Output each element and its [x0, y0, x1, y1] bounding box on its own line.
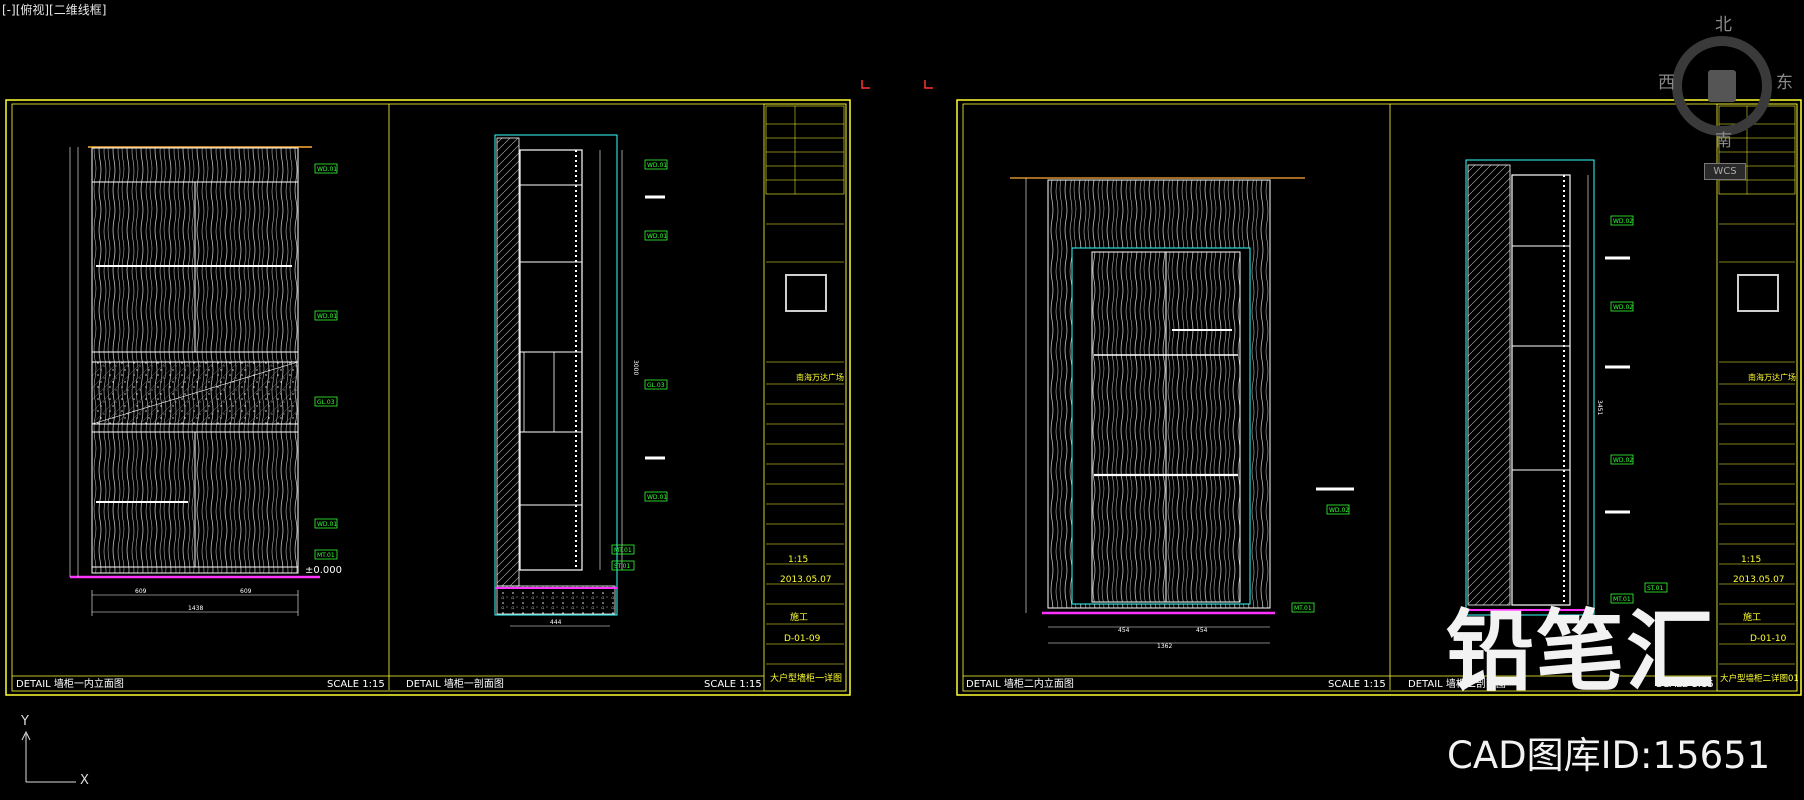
sheet1-left-scale: SCALE 1:15 — [327, 679, 385, 690]
material-tag: WD.02 — [1329, 507, 1349, 514]
watermark-brand: 铅笔汇 — [1446, 600, 1717, 703]
sheet1-section-width: 444 — [550, 619, 562, 626]
material-tag: MT.01 — [614, 547, 632, 554]
cabinet-1-section — [494, 134, 665, 627]
crop-mark — [861, 80, 870, 89]
level-mark: ±0.000 — [305, 565, 342, 576]
sheet1-dim: 609 — [135, 588, 147, 595]
title-block-1 — [763, 103, 847, 692]
cabinet-1-elevation — [69, 146, 320, 616]
sheet2-stage: 施工 — [1743, 611, 1761, 623]
sheet2-left-title: DETAIL 墙柜二内立面图 — [966, 677, 1074, 690]
material-tag: WD.01 — [317, 313, 337, 320]
material-tag: WD.01 — [317, 166, 337, 173]
sheet1-left-title: DETAIL 墙柜一内立面图 — [16, 677, 124, 690]
sheet1-right-title: DETAIL 墙柜一剖面图 — [406, 677, 504, 690]
sheet1-date: 2013.05.07 — [780, 575, 832, 585]
cabinet-2-elevation — [1010, 177, 1354, 644]
material-tag: MT.01 — [1294, 605, 1312, 612]
sheet2-drawing-no: D-01-10 — [1750, 634, 1787, 644]
sheet2-scale: 1:15 — [1741, 555, 1761, 565]
drawing-sheet-2[interactable] — [956, 99, 1802, 696]
title-block-2 — [1716, 103, 1798, 692]
viewport-controls[interactable]: [-][俯视][二维线框] — [2, 3, 107, 17]
material-tag: WD.01 — [647, 233, 667, 240]
material-tag: WD.01 — [647, 494, 667, 501]
drawing-sheet-1[interactable] — [5, 99, 851, 696]
material-tag: MT.01 — [1613, 596, 1631, 603]
sheet1-section-height: 3000 — [632, 360, 639, 375]
sheet2-dim-total: 1362 — [1157, 643, 1172, 650]
sheet1-project: 南海万达广场 — [796, 372, 844, 382]
material-tag: GL.03 — [647, 382, 665, 389]
cabinet-2-section — [1465, 159, 1630, 616]
material-tag: WD.02 — [1613, 457, 1633, 464]
compass-north[interactable]: 北 — [1715, 15, 1732, 35]
material-tag: ST.01 — [1647, 585, 1663, 592]
sheet2-right-scale: SCALE 1:15 — [1656, 679, 1714, 690]
material-tag: WD.02 — [1613, 304, 1633, 311]
crop-mark — [924, 80, 933, 89]
sheet1-drawing-no: D-01-09 — [784, 634, 821, 644]
viewcube-icon[interactable] — [1708, 70, 1736, 102]
sheet2-right-title: DETAIL 墙柜二剖面图 — [1408, 677, 1506, 690]
ucs-x-label: X — [80, 773, 89, 788]
compass-south[interactable]: 南 — [1715, 131, 1732, 151]
material-tag: ST.01 — [614, 563, 630, 570]
ucs-icon: Y X — [10, 712, 100, 792]
material-tag: MT.01 — [317, 552, 335, 559]
sheet1-scale: 1:15 — [788, 555, 808, 565]
sheet2-dim: 454 — [1196, 627, 1208, 634]
sheet1-right-scale: SCALE 1:15 — [704, 679, 762, 690]
wcs-menu[interactable]: WCS — [1704, 163, 1746, 180]
watermark-library-id: CAD图库ID:15651 — [1447, 734, 1771, 777]
sheet1-dim: 609 — [240, 588, 252, 595]
sheet2-left-scale: SCALE 1:15 — [1328, 679, 1386, 690]
material-tags-sheet1: WD.01 WD.01 GL.03 WD.01 MT.01 WD.01 WD.0… — [314, 159, 668, 571]
sheet1-drawing-name: 大户型墙柜一详图 — [770, 672, 842, 684]
material-tag: GL.03 — [317, 399, 335, 406]
sheet2-section-height: 3451 — [1596, 400, 1603, 415]
sheet2-dim: 454 — [1118, 627, 1130, 634]
sheet2-drawing-name: 大户型墙柜二详图01 — [1720, 673, 1799, 684]
sheet1-dim-total: 1438 — [188, 605, 203, 612]
sheet2-date: 2013.05.07 — [1733, 575, 1785, 585]
sheet1-stage: 施工 — [790, 611, 808, 623]
material-tags-sheet2: WD.02 MT.01 WD.02 WD.02 WD.02 MT.01 ST.0… — [1291, 215, 1668, 613]
ucs-y-label: Y — [21, 714, 29, 729]
compass-west[interactable]: 西 — [1658, 73, 1675, 93]
compass-ring[interactable] — [1672, 36, 1772, 136]
material-tag: WD.01 — [317, 521, 337, 528]
compass-east[interactable]: 东 — [1776, 73, 1793, 93]
sheet2-project: 南海万达广场 — [1748, 372, 1796, 382]
material-tag: WD.01 — [647, 162, 667, 169]
viewcube-compass[interactable]: 北 西 东 南 WCS — [1658, 10, 1798, 180]
material-tag: WD.02 — [1613, 218, 1633, 225]
